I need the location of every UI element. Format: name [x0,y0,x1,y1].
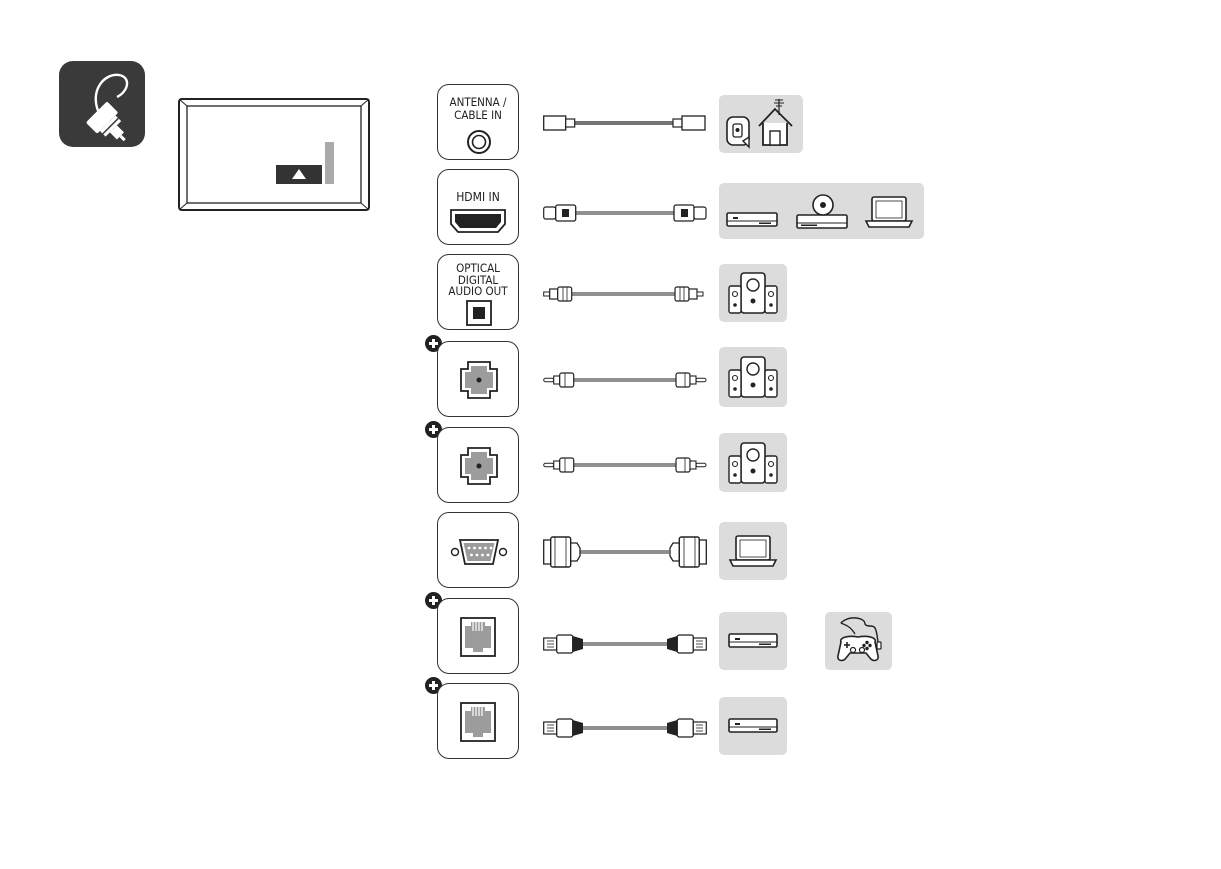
rs232-cable-icon [543,535,707,569]
cable-plug-icon [59,61,145,147]
device-box-audio-2 [719,433,787,492]
audio-jack-icon [459,446,499,486]
optical-port-icon [466,300,492,326]
port-hdmi-in: HDMI IN [437,169,519,245]
laptop-icon [719,522,787,580]
speaker-system-icon [719,434,787,492]
usb-cable-icon [543,632,707,656]
port-optical-digital-audio-out: OPTICAL DIGITAL AUDIO OUT [437,254,519,330]
audio-jack-icon [459,360,499,400]
hdmi-port-icon [450,208,506,234]
set-top-box-icon [719,697,787,755]
tv-back-panel-icon [178,98,370,211]
laptop-icon [863,183,919,239]
set-top-box-icon [719,612,787,670]
set-top-box-icon [719,183,779,239]
port-antenna-cable-in: ANTENNA / CABLE IN [437,84,519,160]
audio-cable-icon [543,455,707,475]
device-box-usb-2 [719,697,787,755]
audio-cable-icon [543,370,707,390]
coax-port-icon [464,127,494,157]
port-label-antenna: ANTENNA / CABLE IN [438,96,518,121]
usb-cable-icon [543,716,707,740]
optical-cable-icon [543,284,707,304]
port-label-optical: OPTICAL DIGITAL AUDIO OUT [438,263,518,298]
dvd-player-icon [791,183,857,239]
port-rs232 [437,512,519,588]
device-box-audio-1 [719,347,787,407]
coax-cable-icon [543,113,707,133]
port-audio-jack-1 [437,341,519,417]
device-box-antenna [719,95,803,153]
device-box-hdmi [719,183,924,239]
port-audio-jack-2 [437,427,519,503]
antenna-house-icon [719,95,803,153]
speaker-system-icon [719,264,787,322]
device-box-optical [719,264,787,322]
hdmi-cable-icon [543,203,707,223]
device-box-usb-1b [825,612,892,670]
usb-port-icon [460,617,496,657]
device-box-usb-1a [719,612,787,670]
device-box-rs232 [719,522,787,580]
port-usb-1 [437,598,519,674]
speaker-system-icon [719,348,787,406]
game-controller-icon [825,612,892,670]
port-usb-2 [437,683,519,759]
usb-port-icon [460,702,496,742]
rs232-port-icon [451,537,507,567]
port-label-hdmi: HDMI IN [438,191,518,204]
